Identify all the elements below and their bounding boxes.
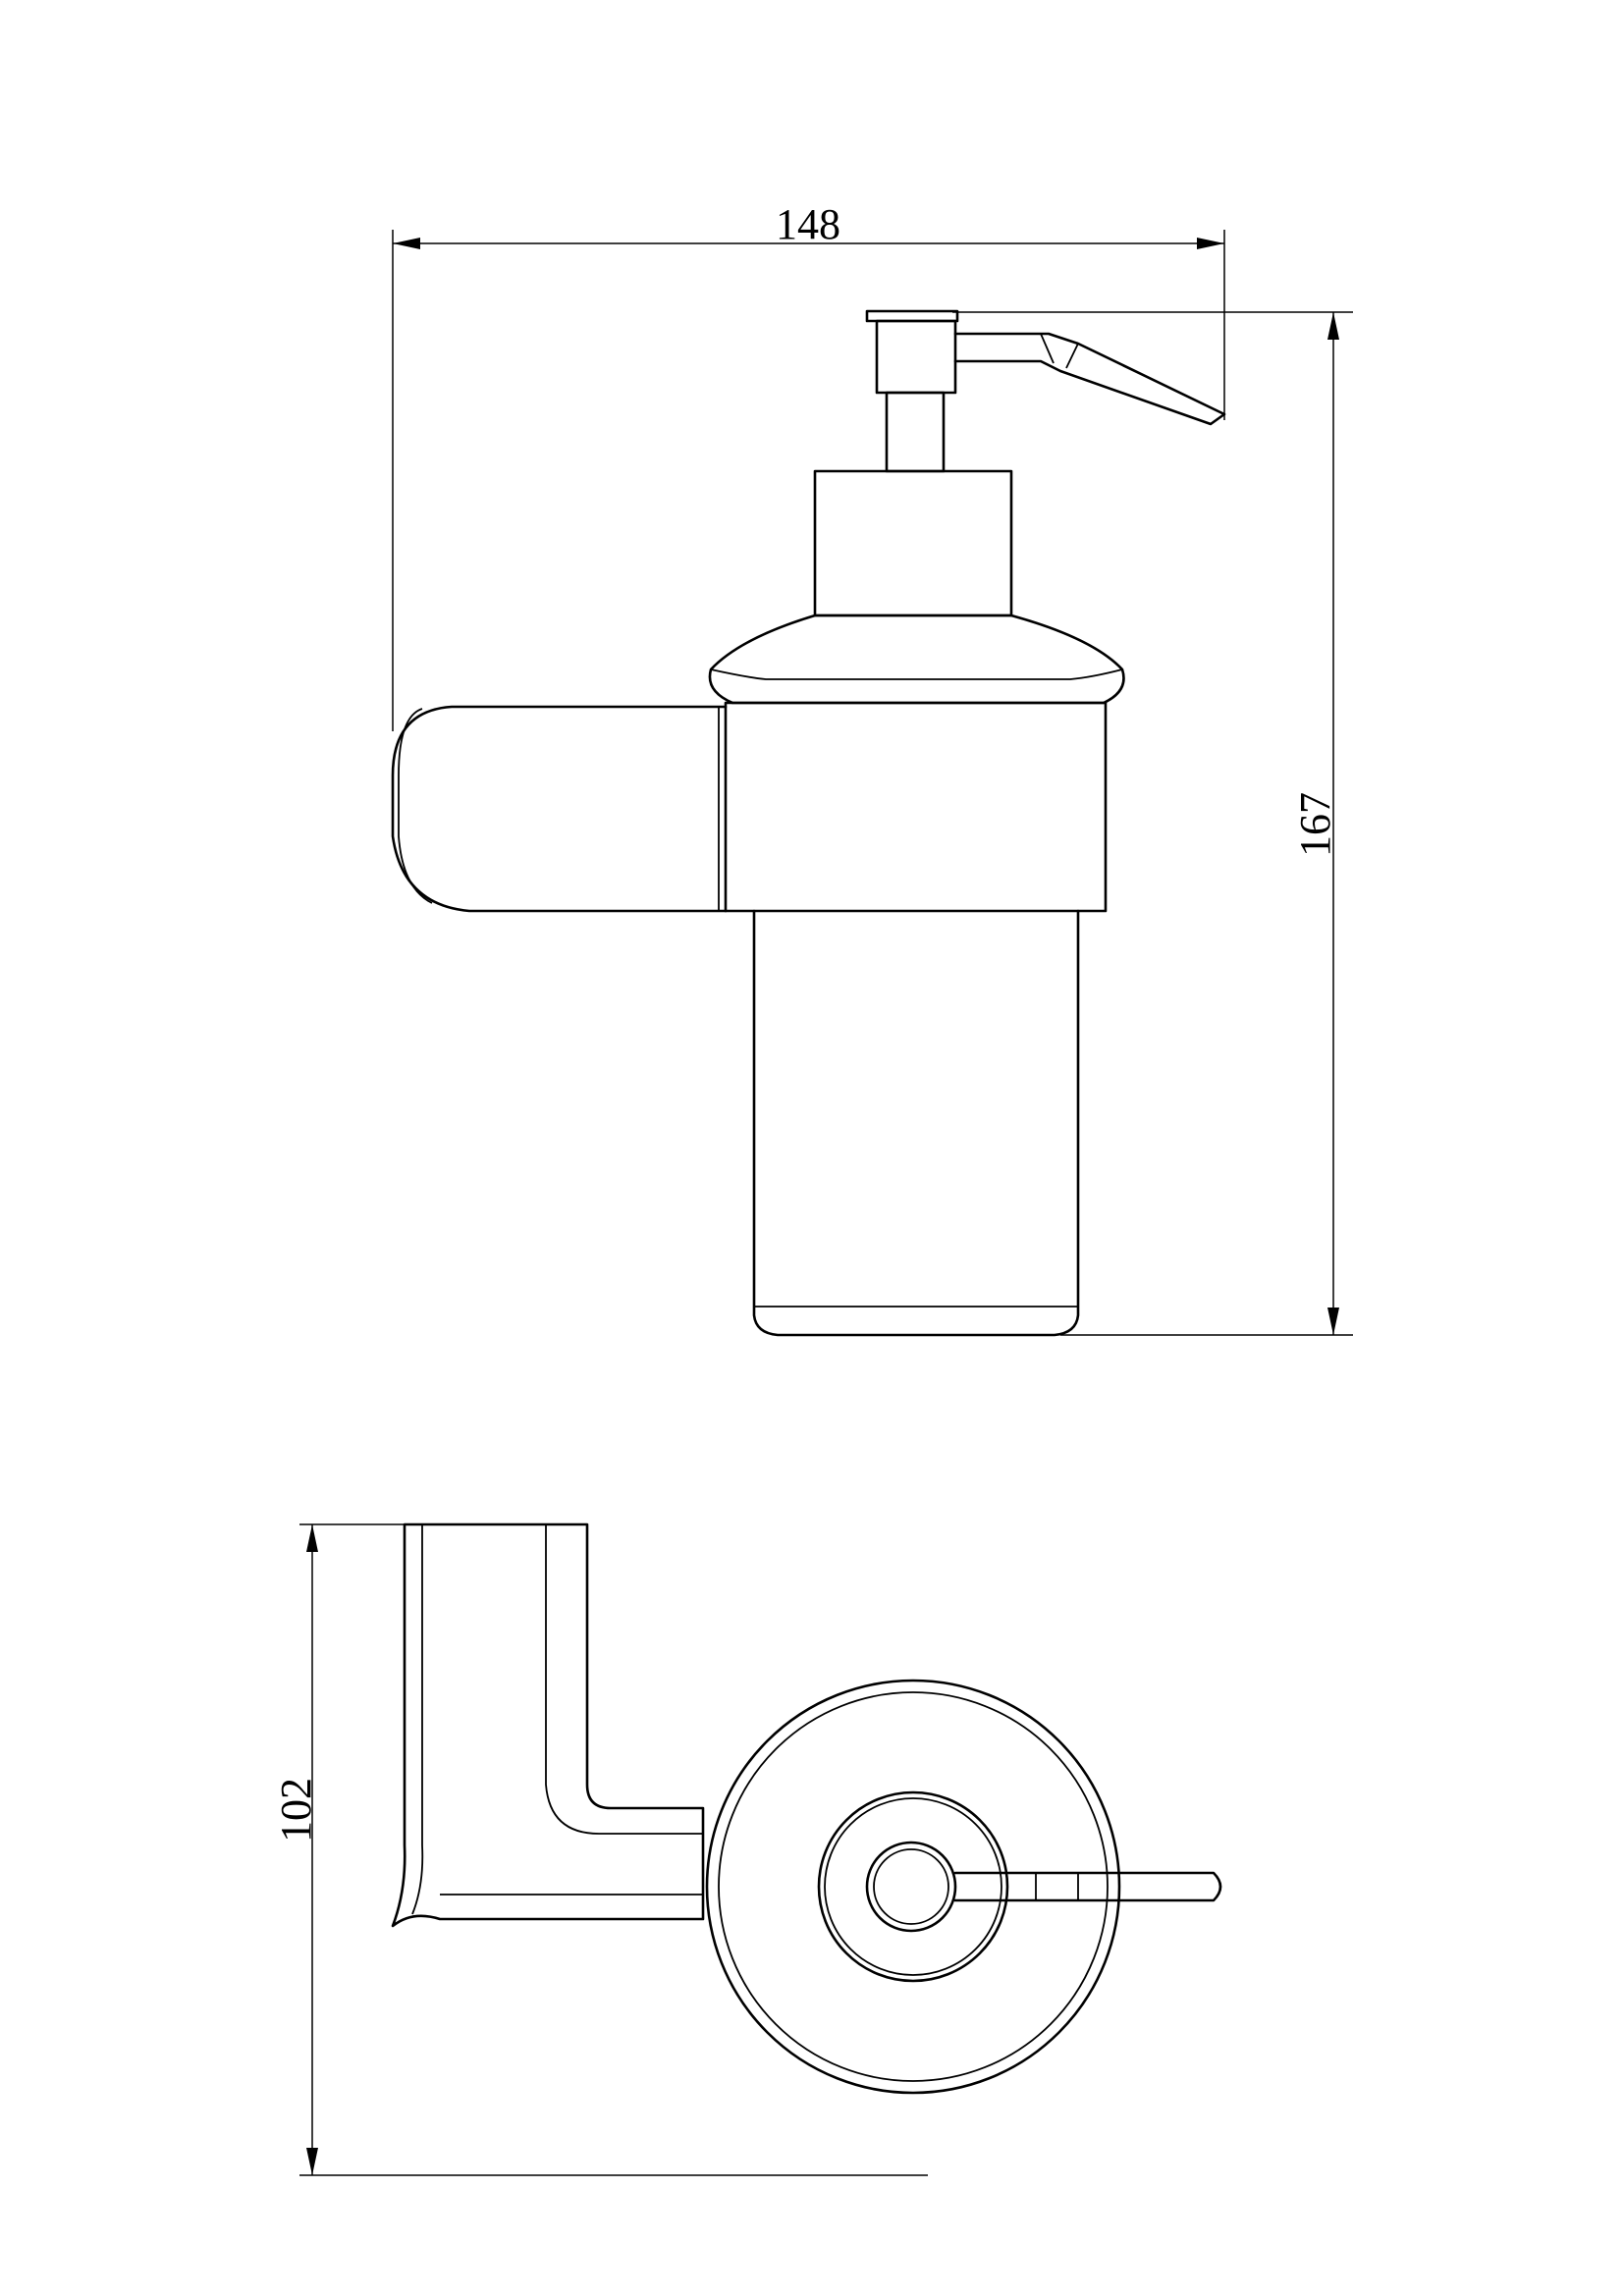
spout-bend-line <box>1065 343 1079 369</box>
height-dimension: 167 <box>952 311 1353 1336</box>
top-view: 102 <box>272 1522 1222 2176</box>
flared-ring <box>708 614 1125 705</box>
wall-arm <box>391 705 728 913</box>
spout-top <box>953 1871 1222 1902</box>
width-arrow-right <box>1197 238 1224 249</box>
wall-arm-edge <box>398 708 433 904</box>
glass-bottle <box>752 909 1080 1337</box>
pump-head-top <box>865 1841 957 1933</box>
wall-bracket-inner-left <box>411 1524 424 1915</box>
depth-dimension-label: 102 <box>272 1778 320 1842</box>
holder-ring-outer <box>705 1679 1121 2095</box>
pump-collar <box>813 469 1013 617</box>
front-view: 148 167 <box>391 200 1353 1337</box>
wall-bracket-inner-right <box>545 1524 703 1835</box>
flared-ring-line <box>710 668 1123 680</box>
holder-band <box>724 701 1108 913</box>
pump-cap <box>865 309 959 323</box>
height-dimension-label: 167 <box>1291 792 1339 857</box>
width-dimension: 148 <box>392 200 1225 731</box>
holder-ring-inner <box>718 1691 1109 2082</box>
depth-arrow-top <box>306 1524 318 1552</box>
pump-head-top-inner <box>873 1848 949 1925</box>
height-arrow-bottom <box>1327 1308 1339 1335</box>
height-arrow-top <box>1327 312 1339 340</box>
width-dimension-label: 148 <box>776 200 840 248</box>
wall-bracket <box>391 1522 705 1928</box>
width-arrow-left <box>393 238 420 249</box>
pump-stem <box>885 391 946 473</box>
depth-dimension: 102 <box>272 1523 928 2176</box>
pump-head <box>875 319 957 395</box>
spout-joint-line <box>1040 333 1055 364</box>
pump-collar-top <box>817 1790 1009 1983</box>
depth-arrow-bottom <box>306 2148 318 2175</box>
pump-collar-top-inner <box>824 1797 1002 1976</box>
pump-spout <box>953 332 1226 426</box>
